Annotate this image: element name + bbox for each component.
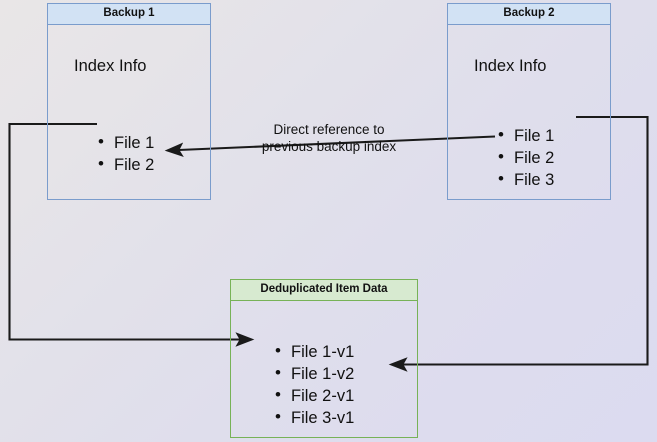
node-deduplicated-item-data[interactable]: Deduplicated Item Data File 1-v1 File 1-… — [230, 279, 418, 438]
list-item[interactable]: File 1 — [96, 131, 154, 154]
list-item[interactable]: File 2 — [96, 153, 154, 176]
node-backup-1-title: Backup 1 — [48, 4, 210, 25]
node-backup-1-section-label: Index Info — [74, 57, 147, 75]
node-backup-2-section-label: Index Info — [474, 57, 547, 75]
node-backup-2-title: Backup 2 — [448, 4, 610, 25]
list-item[interactable]: File 2-v1 — [273, 384, 354, 407]
list-item[interactable]: File 1 — [496, 124, 554, 147]
list-item[interactable]: File 1-v2 — [273, 362, 354, 385]
edge-label-direct-reference: Direct reference to previous backup inde… — [261, 122, 397, 154]
list-item[interactable]: File 1-v1 — [273, 340, 354, 363]
list-item[interactable]: File 2 — [496, 146, 554, 169]
list-item[interactable]: File 3-v1 — [273, 406, 354, 429]
node-backup-1[interactable]: Backup 1 Index Info File 1 File 2 — [47, 3, 211, 200]
node-backup-2-body: Index Info File 1 File 2 File 3 — [448, 25, 610, 199]
node-backup-2[interactable]: Backup 2 Index Info File 1 File 2 File 3 — [447, 3, 611, 200]
node-backup-1-file-list: File 1 File 2 — [96, 131, 154, 176]
node-deduplicated-item-data-file-list: File 1-v1 File 1-v2 File 2-v1 File 3-v1 — [273, 340, 354, 429]
node-backup-1-body: Index Info File 1 File 2 — [48, 25, 210, 199]
node-backup-2-file-list: File 1 File 2 File 3 — [496, 124, 554, 191]
node-deduplicated-item-data-body: File 1-v1 File 1-v2 File 2-v1 File 3-v1 — [231, 301, 417, 437]
node-deduplicated-item-data-title: Deduplicated Item Data — [231, 280, 417, 301]
list-item[interactable]: File 3 — [496, 168, 554, 191]
